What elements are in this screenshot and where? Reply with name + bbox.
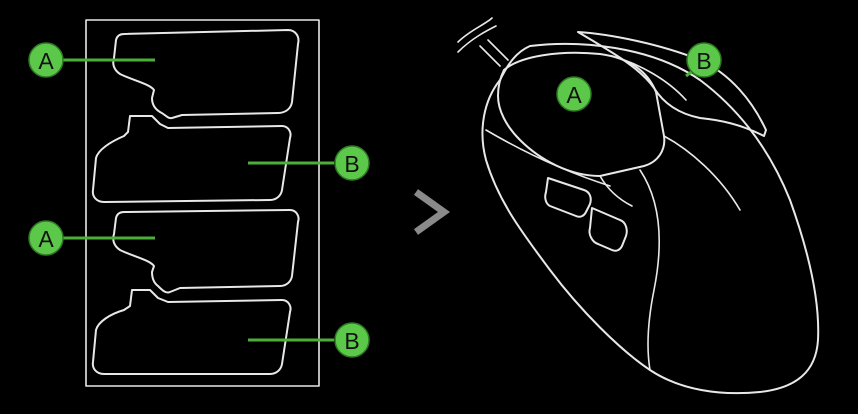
mouse-cable xyxy=(457,17,493,43)
badge-grip-3: A xyxy=(28,220,64,256)
mouse-side-button-front xyxy=(544,177,592,218)
badge-grip-3-label: A xyxy=(38,226,54,252)
mouse-body xyxy=(481,42,820,395)
badge-grip-2-label: B xyxy=(344,151,359,177)
mouse-side-button-rear xyxy=(588,207,628,252)
badge-grip-1-label: A xyxy=(38,48,54,74)
badge-grip-4-label: B xyxy=(344,328,359,354)
grip-piece-3 xyxy=(112,209,300,294)
badge-mouse-a: A xyxy=(556,76,592,112)
badge-grip-2: B xyxy=(334,145,370,181)
chevron-right-icon xyxy=(413,189,451,235)
grip-piece-1 xyxy=(112,29,300,120)
grip-piece-2 xyxy=(91,115,292,203)
mouse-illustration xyxy=(457,17,820,395)
mouse-right-grip xyxy=(577,31,767,137)
grip-piece-4 xyxy=(91,289,292,375)
badge-mouse-b: B xyxy=(686,42,722,78)
badge-grip-1: A xyxy=(28,42,64,78)
badge-mouse-a-label: A xyxy=(566,82,582,108)
sheet-border xyxy=(85,19,320,387)
grip-tape-sheet xyxy=(85,19,320,387)
badge-grip-4: B xyxy=(334,322,370,358)
badge-mouse-b-label: B xyxy=(696,48,711,74)
mouse-left-grip xyxy=(497,51,666,177)
